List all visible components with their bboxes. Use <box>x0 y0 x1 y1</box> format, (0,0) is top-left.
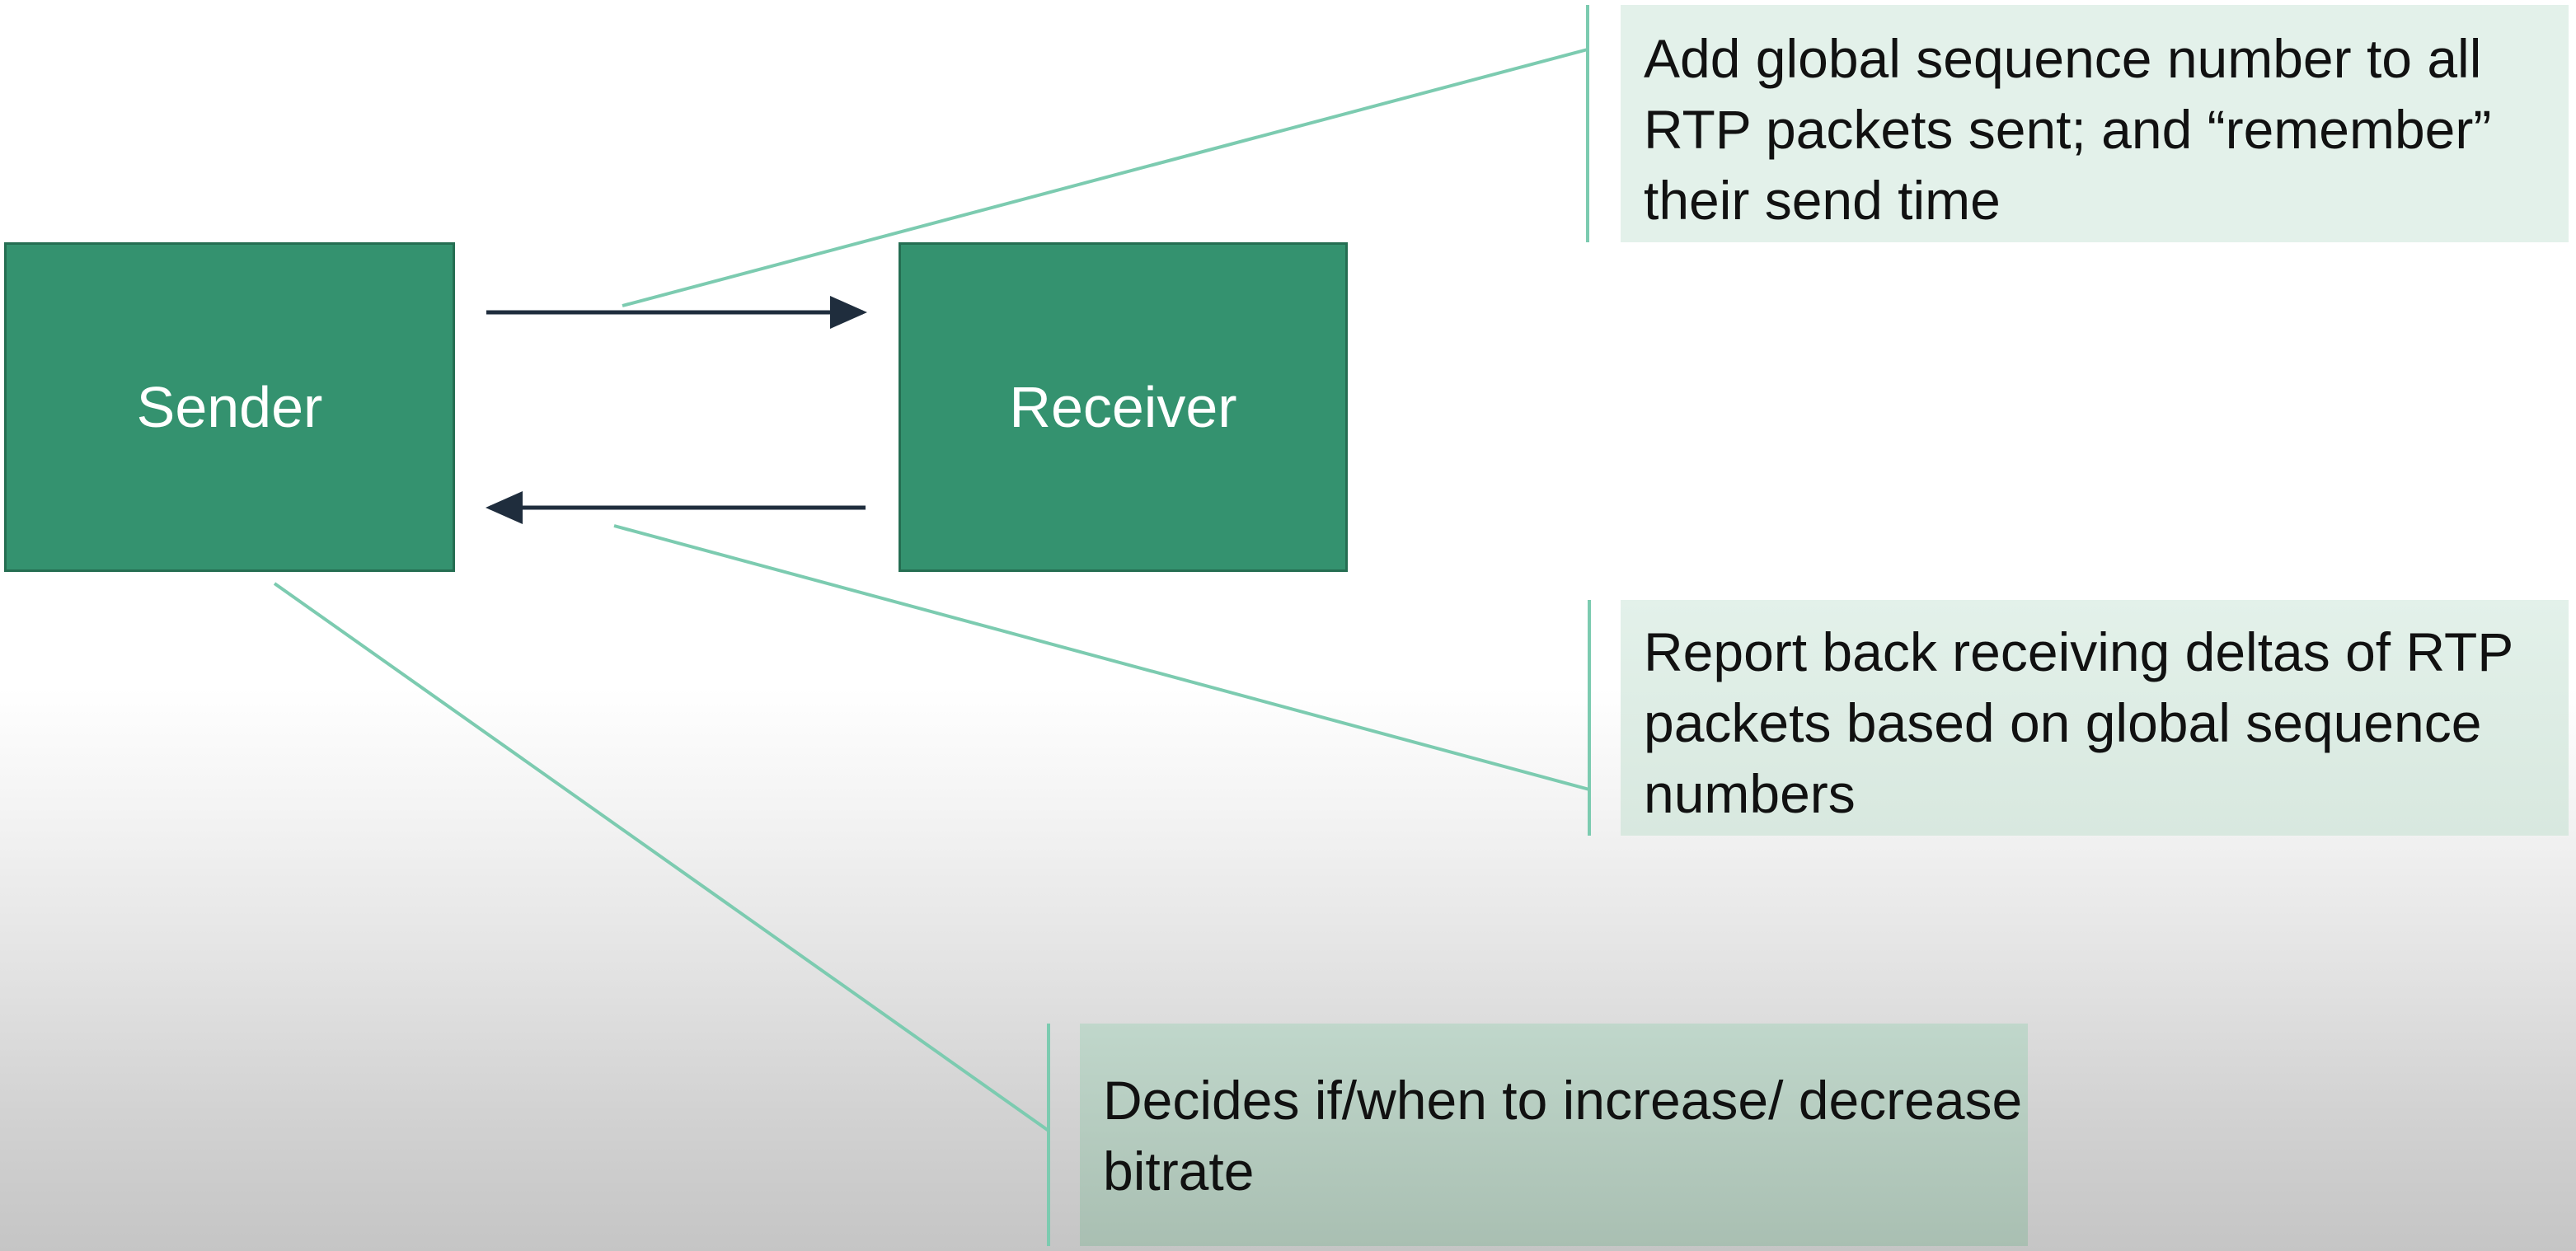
sender-box: Sender <box>4 242 455 572</box>
leader-line-receiver-report <box>613 524 1590 791</box>
callout-receiver-report: Report back receiving deltas of RTP pack… <box>1621 600 2569 836</box>
callout-receiver-report-text: Report back receiving deltas of RTP pack… <box>1644 621 2513 824</box>
callout-sender-decision-text: Decides if/when to increase/ decrease bi… <box>1103 1070 2023 1202</box>
callout-sender-sequence-text: Add global sequence number to all RTP pa… <box>1644 28 2492 231</box>
callout-sender-decision: Decides if/when to increase/ decrease bi… <box>1080 1024 2028 1246</box>
receiver-label: Receiver <box>1009 375 1237 439</box>
leader-line-sender-decision <box>273 582 1050 1132</box>
leader-line-sender-sequence <box>622 48 1588 307</box>
sender-label: Sender <box>136 375 323 439</box>
callout-sender-sequence: Add global sequence number to all RTP pa… <box>1621 5 2569 242</box>
receiver-box: Receiver <box>899 242 1348 572</box>
